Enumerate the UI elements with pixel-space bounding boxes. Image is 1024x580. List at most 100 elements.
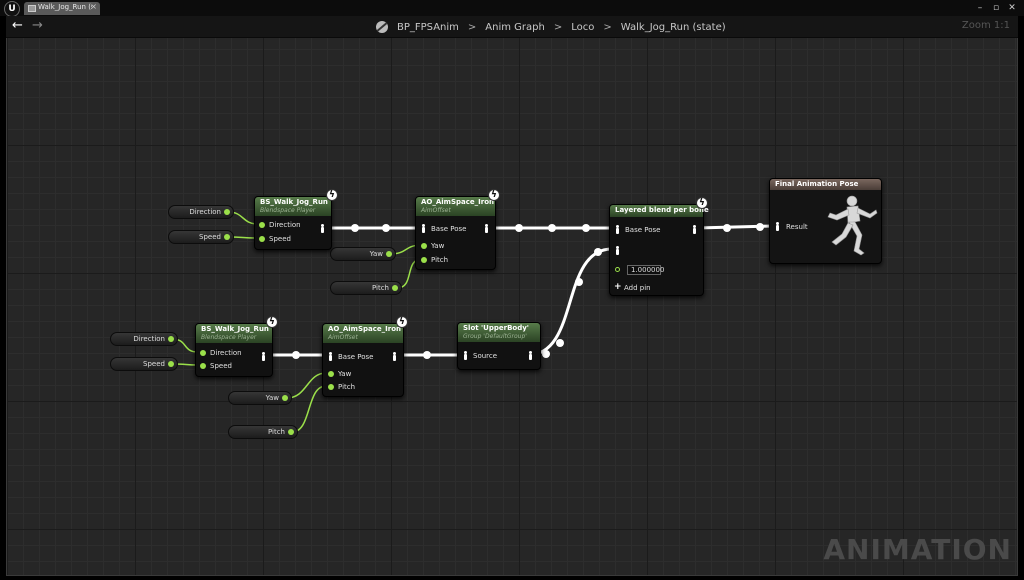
node-title: Slot 'UpperBody' bbox=[463, 324, 529, 332]
float-pin[interactable] bbox=[421, 243, 427, 249]
float-pin[interactable] bbox=[259, 236, 265, 242]
blend-weight-input[interactable]: 1.000000 bbox=[627, 265, 664, 275]
breadcrumb-state[interactable]: Walk_Jog_Run (state) bbox=[620, 21, 726, 33]
float-pin[interactable] bbox=[328, 384, 334, 390]
variable-yaw[interactable]: Yaw bbox=[228, 391, 292, 405]
pose-input-icon[interactable] bbox=[328, 352, 333, 361]
blend-pose-input-icon[interactable] bbox=[615, 246, 620, 255]
node-title: AO_AimSpace_Iron bbox=[421, 198, 495, 206]
pin-label: Speed bbox=[269, 235, 291, 243]
pose-output-icon[interactable] bbox=[320, 224, 325, 233]
variable-speed[interactable]: Speed bbox=[168, 230, 234, 244]
restore-button[interactable]: ▫ bbox=[992, 3, 1000, 13]
wire-yaw-bottom bbox=[286, 372, 327, 399]
lightning-icon: ϟ bbox=[488, 189, 500, 201]
pose-output-icon[interactable] bbox=[692, 225, 697, 234]
float-pin[interactable] bbox=[282, 395, 288, 401]
blendspace-player-node[interactable]: BS_Walk_Jog_Run Blendspace Player Direct… bbox=[254, 196, 332, 250]
breadcrumb: BP_FPSAnim > Anim Graph > Loco > Walk_Jo… bbox=[376, 20, 726, 34]
variable-label: Speed bbox=[143, 360, 165, 368]
variable-label: Pitch bbox=[267, 428, 285, 436]
plus-icon: + bbox=[614, 282, 622, 292]
variable-yaw[interactable]: Yaw bbox=[330, 247, 396, 261]
float-pin[interactable] bbox=[168, 336, 174, 342]
document-tab[interactable]: Walk_Jog_Run (state) × bbox=[24, 2, 100, 15]
float-pin[interactable] bbox=[392, 285, 398, 291]
node-subtitle: AimOffset bbox=[421, 207, 451, 214]
node-subtitle: Blendspace Player bbox=[260, 207, 316, 214]
variable-label: Pitch bbox=[371, 284, 389, 292]
title-bar: U Walk_Jog_Run (state) × – ▫ ✕ bbox=[0, 0, 1024, 17]
pin-label: Pitch bbox=[338, 383, 356, 391]
anim-graph-canvas[interactable] bbox=[6, 16, 1018, 576]
blueprint-icon bbox=[376, 21, 388, 33]
blendspace-player-node[interactable]: BS_Walk_Jog_Run Blendspace Player Direct… bbox=[195, 323, 273, 377]
breadcrumb-separator: > bbox=[603, 21, 612, 33]
breadcrumb-anim-graph[interactable]: Anim Graph bbox=[485, 21, 545, 33]
float-pin[interactable] bbox=[224, 234, 230, 240]
variable-label: Yaw bbox=[369, 250, 383, 258]
pose-output-icon[interactable] bbox=[528, 351, 533, 360]
pin-label: Source bbox=[473, 352, 498, 360]
pin-label: Yaw bbox=[431, 242, 445, 250]
zoom-level: Zoom 1:1 bbox=[961, 20, 1010, 31]
variable-direction[interactable]: Direction bbox=[168, 205, 234, 219]
breadcrumb-loco[interactable]: Loco bbox=[571, 21, 595, 33]
node-title: Layered blend per bone bbox=[615, 206, 709, 214]
float-pin[interactable] bbox=[386, 251, 392, 257]
pose-input-icon[interactable] bbox=[463, 351, 468, 360]
variable-pitch[interactable]: Pitch bbox=[228, 425, 298, 439]
node-title: BS_Walk_Jog_Run bbox=[201, 325, 269, 333]
running-mannequin-icon bbox=[827, 195, 878, 256]
pose-input-icon[interactable] bbox=[775, 222, 780, 231]
pose-input-icon[interactable] bbox=[421, 224, 426, 233]
add-pin-button[interactable]: Add pin bbox=[624, 284, 651, 292]
aim-offset-node[interactable]: AO_AimSpace_Iron AimOffset Base Pose Yaw… bbox=[415, 196, 496, 270]
float-pin[interactable] bbox=[259, 222, 265, 228]
node-header: Final Animation Pose bbox=[770, 179, 881, 190]
float-pin[interactable] bbox=[421, 257, 427, 263]
aim-offset-node[interactable]: AO_AimSpace_Iron AimOffset Base Pose Yaw… bbox=[322, 323, 404, 397]
pose-output-icon[interactable] bbox=[392, 352, 397, 361]
graph-type-watermark: ANIMATION bbox=[823, 533, 1012, 566]
float-pin[interactable] bbox=[200, 363, 206, 369]
pose-output-icon[interactable] bbox=[261, 352, 266, 361]
close-button[interactable]: ✕ bbox=[1008, 3, 1016, 13]
float-pin[interactable] bbox=[200, 350, 206, 356]
node-header: BS_Walk_Jog_Run Blendspace Player bbox=[255, 197, 331, 216]
node-subtitle: Group 'DefaultGroup' bbox=[463, 333, 527, 340]
variable-pitch[interactable]: Pitch bbox=[330, 281, 402, 295]
node-header: Layered blend per bone bbox=[610, 205, 709, 217]
graph-nav-bar: ← → BP_FPSAnim > Anim Graph > Loco > Wal… bbox=[6, 16, 1018, 38]
pose-output-icon[interactable] bbox=[484, 224, 489, 233]
variable-label: Yaw bbox=[265, 394, 279, 402]
pin-label: Yaw bbox=[338, 370, 352, 378]
layered-blend-per-bone-node[interactable]: Layered blend per bone Base Pose 1.00000… bbox=[609, 204, 709, 296]
pin-label: Base Pose bbox=[625, 226, 661, 234]
pin-label: Base Pose bbox=[431, 225, 467, 233]
pin-label: Direction bbox=[269, 221, 301, 229]
wire-pitch-bottom bbox=[291, 385, 327, 433]
back-arrow-icon[interactable]: ← bbox=[12, 18, 23, 33]
minimize-button[interactable]: – bbox=[977, 3, 983, 13]
float-pin[interactable] bbox=[288, 429, 294, 435]
variable-direction[interactable]: Direction bbox=[110, 332, 178, 346]
breadcrumb-blueprint[interactable]: BP_FPSAnim bbox=[397, 21, 459, 33]
node-header: BS_Walk_Jog_Run Blendspace Player bbox=[196, 324, 272, 343]
forward-arrow-icon[interactable]: → bbox=[32, 18, 43, 33]
slot-node[interactable]: Slot 'UpperBody' Group 'DefaultGroup' So… bbox=[457, 322, 541, 370]
lightning-icon: ϟ bbox=[396, 316, 408, 328]
lightning-icon: ϟ bbox=[326, 189, 338, 201]
blend-weight-pin[interactable] bbox=[615, 267, 620, 272]
breadcrumb-separator: > bbox=[467, 21, 477, 33]
node-subtitle: Blendspace Player bbox=[201, 334, 257, 341]
variable-speed[interactable]: Speed bbox=[110, 357, 178, 371]
tab-close-icon[interactable]: × bbox=[90, 2, 97, 11]
float-pin[interactable] bbox=[328, 371, 334, 377]
node-header: AO_AimSpace_Iron AimOffset bbox=[323, 324, 403, 343]
float-pin[interactable] bbox=[168, 361, 174, 367]
document-tab-label: Walk_Jog_Run (state) bbox=[38, 3, 92, 11]
float-pin[interactable] bbox=[224, 209, 230, 215]
pose-input-icon[interactable] bbox=[615, 225, 620, 234]
final-animation-pose-node[interactable]: Final Animation Pose Result bbox=[769, 178, 882, 264]
